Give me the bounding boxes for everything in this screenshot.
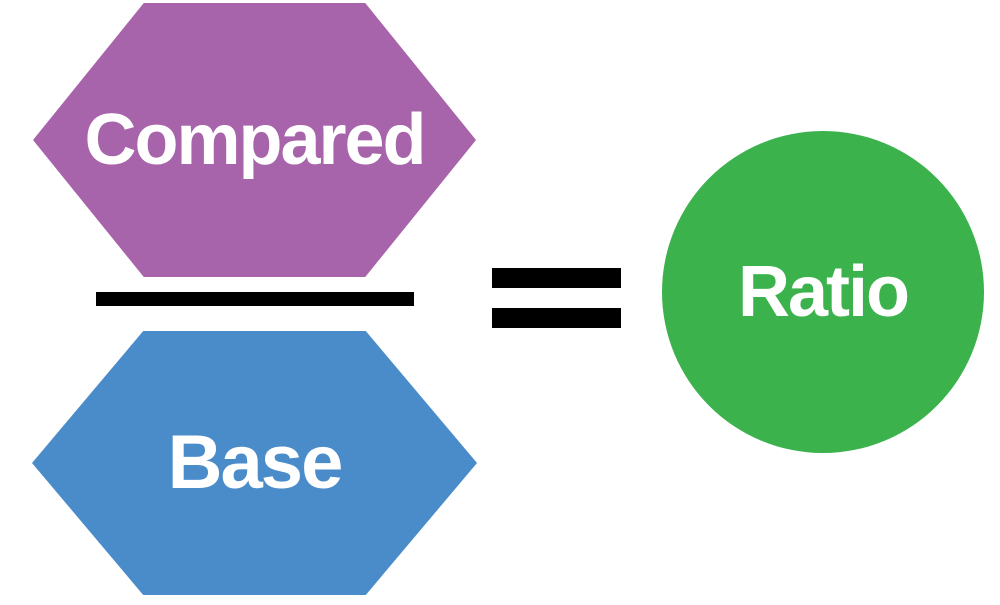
numerator-label: Compared [84, 100, 426, 180]
equals-bar-bottom [492, 308, 621, 328]
denominator-label: Base [167, 420, 344, 505]
result-circle: Ratio [662, 131, 984, 453]
equals-bar-top [492, 268, 621, 288]
fraction-bar [96, 292, 414, 306]
denominator-hexagon: Base [32, 331, 477, 595]
numerator-hexagon: Compared [33, 3, 476, 277]
result-label: Ratio [738, 252, 910, 332]
equals-sign [492, 268, 621, 329]
